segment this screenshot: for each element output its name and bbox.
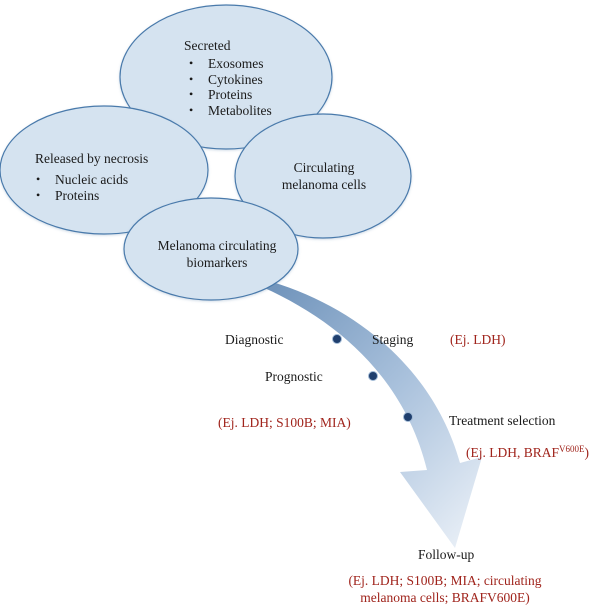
staging-label: Staging — [372, 332, 414, 347]
treatment-example-close: ) — [584, 445, 590, 460]
prognostic-label: Prognostic — [265, 369, 323, 384]
diagnostic-label: Diagnostic — [225, 332, 284, 347]
list-item: Metabolites — [186, 103, 272, 119]
follow-up-example-line2: melanoma cells; BRAFV600E) — [360, 590, 530, 605]
follow-up-example-line1: (Ej. LDH; S100B; MIA; circulating — [348, 573, 542, 588]
circulating-cells-line2: melanoma cells — [281, 177, 367, 192]
prognostic-dot — [368, 371, 378, 381]
treatment-example-text: (Ej. LDH, BRAF — [466, 445, 560, 460]
list-item: Proteins — [186, 87, 272, 103]
list-item: Exosomes — [186, 56, 272, 72]
progression-arrow — [218, 270, 482, 548]
secreted-title: Secreted — [184, 38, 231, 53]
necrosis-list: Nucleic acids Proteins — [33, 172, 128, 203]
list-item: Cytokines — [186, 72, 272, 88]
prognostic-example: (Ej. LDH; S100B; MIA) — [218, 415, 351, 430]
circulating-cells-line1: Circulating — [293, 160, 355, 175]
follow-up-label: Follow-up — [418, 547, 475, 562]
circulating-cells-ellipse — [234, 113, 412, 239]
circulating-cells-label: Circulating melanoma cells — [268, 159, 380, 193]
treatment-example-superscript: V600E — [559, 444, 585, 454]
treatment-example: (Ej. LDH, BRAFV600E) — [466, 444, 589, 461]
treatment-selection-label: Treatment selection — [449, 413, 556, 428]
biomarkers-label: Melanoma circulating biomarkers — [147, 237, 287, 271]
biomarkers-ellipse — [123, 197, 299, 301]
staging-example: (Ej. LDH) — [450, 332, 506, 347]
biomarkers-line2: biomarkers — [186, 255, 248, 270]
biomarkers-line1: Melanoma circulating — [157, 238, 277, 253]
secreted-list: Exosomes Cytokines Proteins Metabolites — [186, 56, 272, 118]
list-item: Nucleic acids — [33, 172, 128, 188]
list-item: Proteins — [33, 188, 128, 204]
treatment-selection-dot — [403, 412, 413, 422]
diagnostic-staging-dot — [332, 334, 342, 344]
follow-up-example: (Ej. LDH; S100B; MIA; circulating melano… — [330, 572, 560, 606]
necrosis-title: Released by necrosis — [35, 151, 149, 166]
